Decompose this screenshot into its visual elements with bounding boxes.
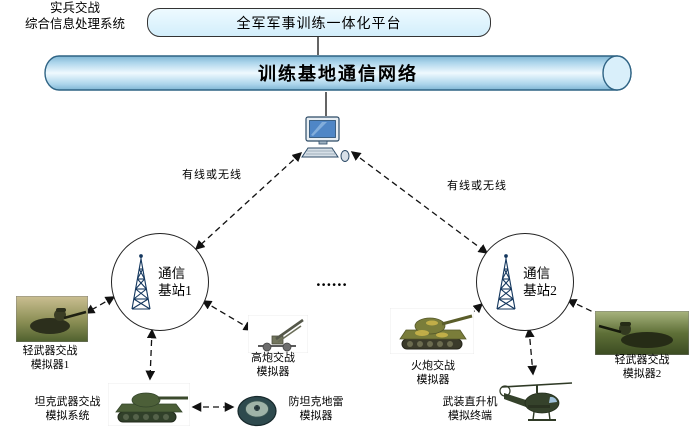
aagun-line1: 高炮交战 (251, 352, 295, 364)
processor-label-line1: 实兵交战 (49, 1, 100, 15)
network-cylinder (44, 55, 632, 91)
soldier2-photo-icon (595, 311, 689, 355)
link-station2-helicopter (524, 327, 538, 376)
terminal-label-artillery: 火炮交战 模拟器 (397, 360, 469, 387)
mine-photo-icon (237, 395, 277, 427)
helicopter-line1: 武装直升机 (442, 396, 498, 408)
aa-gun-photo-icon (248, 315, 308, 353)
tank-line2: 模拟系统 (45, 409, 90, 422)
link-station1-aagun (201, 300, 254, 331)
terminal-label-mine: 防坦克地雷 模拟器 (278, 396, 354, 423)
link-processor-station2 (350, 151, 489, 254)
platform-label: 全军军事训练一体化平台 (236, 16, 402, 32)
terminal-label-aagun: 高炮交战 模拟器 (237, 352, 309, 379)
light2-line1: 轻武器交战 (614, 354, 670, 366)
tank-photo-icon (108, 383, 190, 426)
processor-label-line2: 综合信息处理系统 (24, 17, 125, 31)
radio-tower-icon (496, 254, 516, 310)
terminal-label-light2: 轻武器交战 模拟器2 (597, 354, 687, 381)
mine-line2: 模拟器 (299, 409, 333, 422)
station2-line1: 通信 (523, 266, 551, 281)
artillery-line1: 火炮交战 (411, 360, 455, 372)
station2-line2: 基站2 (523, 283, 557, 298)
link-label-right: 有线或无线 (447, 180, 507, 192)
link-processor-station1 (194, 152, 303, 250)
light2-line2: 模拟器2 (622, 367, 662, 380)
station2-label: 通信 基站2 (523, 265, 557, 299)
computer-icon (301, 116, 350, 162)
terminal-label-light1: 轻武器交战 模拟器1 (6, 345, 94, 372)
helicopter-photo-icon (499, 382, 573, 421)
radio-tower-icon (131, 254, 151, 310)
link-station1-tank (145, 328, 157, 381)
base-station-2: 通信 基站2 (476, 233, 574, 331)
light1-line1: 轻武器交战 (22, 345, 78, 357)
terminal-label-tank: 坦克武器交战 模拟系统 (25, 396, 110, 423)
helicopter-line2: 模拟终端 (448, 409, 492, 422)
light1-line2: 模拟器1 (30, 358, 70, 371)
link-label-left: 有线或无线 (182, 169, 242, 181)
station1-line2: 基站1 (158, 283, 192, 298)
mine-line1: 防坦克地雷 (288, 396, 344, 408)
ellipsis: ...... (316, 271, 348, 290)
station1-line1: 通信 (158, 266, 186, 281)
link-station2-light2 (566, 299, 610, 320)
terminal-label-helicopter: 武装直升机 模拟终端 (437, 396, 503, 423)
link-station1-light1 (84, 296, 116, 314)
artillery-line2: 模拟器 (416, 373, 450, 386)
network-label: 训练基地通信网络 (258, 64, 418, 84)
processor-label: 实兵交战 综合信息处理系统 (0, 0, 150, 32)
base-station-1: 通信 基站1 (111, 233, 209, 331)
platform-box: 全军军事训练一体化平台 (147, 8, 491, 37)
artillery-photo-icon (390, 308, 474, 354)
station1-label: 通信 基站1 (158, 265, 192, 299)
tank-line1: 坦克武器交战 (34, 396, 101, 408)
soldier-photo-icon (16, 296, 88, 342)
aagun-line2: 模拟器 (256, 365, 290, 378)
